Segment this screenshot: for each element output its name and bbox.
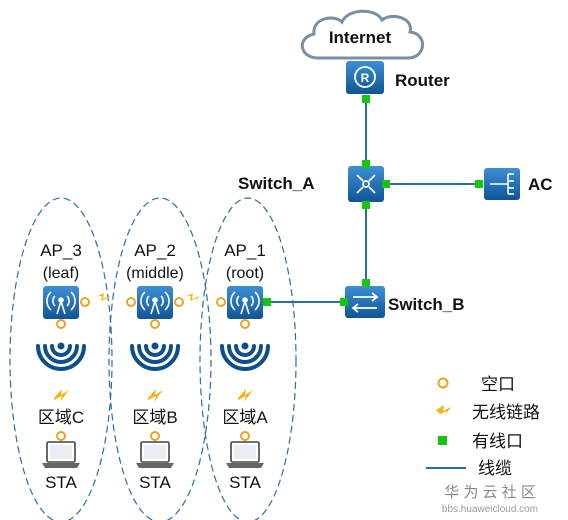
switch-a-icon <box>356 174 376 194</box>
wifi-signal-icon <box>130 342 180 371</box>
internet-label: Internet <box>329 28 392 47</box>
legend-air-port: 空口 <box>481 375 515 394</box>
router-device: R <box>346 61 384 103</box>
wired-port <box>362 160 370 168</box>
laptop-icon <box>42 441 80 468</box>
ap-name-label: AP_1 <box>224 241 266 260</box>
wifi-signal-icon <box>220 342 270 371</box>
zone-label: 区域C <box>38 408 84 427</box>
ap-name-label: AP_2 <box>134 241 176 260</box>
ap-name-label: AP_3 <box>40 241 82 260</box>
zone-label: 区域B <box>132 408 177 427</box>
wired-port-icon <box>438 436 447 445</box>
air-port <box>80 297 90 307</box>
wired-port <box>475 180 483 188</box>
watermark-url: bbs.huaweicloud.com <box>442 504 538 515</box>
sta-label: STA <box>229 473 261 492</box>
zone-label: 区域A <box>222 408 268 427</box>
switch-b-icon <box>351 292 379 313</box>
laptop-icon <box>226 441 264 468</box>
wired-port <box>362 95 370 103</box>
ap-role-label: (leaf) <box>43 265 79 282</box>
ac-device <box>475 168 520 200</box>
air-port <box>174 297 184 307</box>
ap-group: AP_1 (root) 区域A STA <box>216 241 271 492</box>
ap-role-label: (middle) <box>126 265 184 282</box>
legend-wireless-link: 无线链路 <box>472 403 540 422</box>
legend-cable: 线缆 <box>478 459 512 478</box>
ap-groups: AP_3 (leaf) 区域C STA AP_2 (middle) 区域B STA AP_1 (r… <box>36 241 271 492</box>
wireless-link-icon <box>148 389 163 402</box>
legend: 空口 无线链路 有线口 线缆 <box>426 375 540 478</box>
sta-label: STA <box>45 473 77 492</box>
ap-group: AP_3 (leaf) 区域C STA <box>36 241 90 492</box>
air-port <box>56 319 66 329</box>
switch-a-label: Switch_A <box>238 174 315 193</box>
wired-port <box>362 201 370 209</box>
internet-cloud: Internet <box>301 9 424 60</box>
zone-c-outline <box>9 197 113 520</box>
wired-port <box>263 298 271 306</box>
wired-port <box>382 180 390 188</box>
wireless-link-icon <box>238 389 253 402</box>
wireless-link-icon <box>187 293 199 303</box>
wired-port <box>340 298 348 306</box>
ap-icon <box>140 291 170 315</box>
air-port <box>150 431 160 441</box>
wireless-links <box>98 293 199 303</box>
wireless-link-icon <box>98 293 110 303</box>
ac-icon <box>490 173 514 195</box>
laptop-icon <box>136 441 174 468</box>
wireless-link-icon <box>54 389 69 402</box>
watermark-brand: 华 为 云 社 区 <box>444 484 536 501</box>
air-port <box>216 297 226 307</box>
wireless-link-icon <box>436 405 451 417</box>
air-port <box>56 431 66 441</box>
ap-group: AP_2 (middle) 区域B STA <box>126 241 184 492</box>
wifi-signal-icon <box>36 342 86 371</box>
switch-b-label: Switch_B <box>388 295 465 314</box>
svg-text:R: R <box>361 71 370 85</box>
wired-port <box>362 279 370 287</box>
legend-wired-port: 有线口 <box>472 432 523 451</box>
ap-icon <box>230 291 260 315</box>
cables <box>267 102 477 303</box>
switch-a-device <box>348 160 390 209</box>
zone-a-outline <box>199 197 297 520</box>
ac-label: AC <box>528 175 553 194</box>
switch-b-device <box>340 279 385 318</box>
router-label: Router <box>395 71 450 90</box>
air-port <box>150 319 160 329</box>
air-port <box>240 319 250 329</box>
air-port <box>240 431 250 441</box>
air-port-icon <box>437 377 449 389</box>
zone-b-outline <box>108 197 212 520</box>
ap-icon <box>46 291 76 315</box>
sta-label: STA <box>139 473 171 492</box>
ap-role-label: (root) <box>226 265 264 282</box>
air-port <box>126 297 136 307</box>
router-icon <box>354 66 376 88</box>
